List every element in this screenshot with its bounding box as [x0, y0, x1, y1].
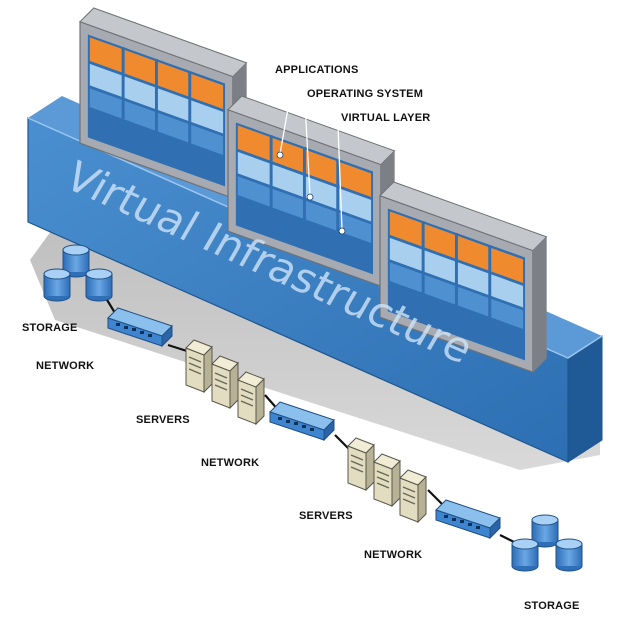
network-switch-3 [435, 499, 501, 539]
label-network-3: NETWORK [364, 549, 423, 561]
callout-dot-virtual-layer [338, 227, 346, 235]
label-servers-2: SERVERS [299, 510, 353, 522]
label-servers-1: SERVERS [136, 414, 190, 426]
callout-applications: APPLICATIONS [275, 64, 359, 76]
callout-dot-applications [276, 151, 284, 159]
callout-operating-system: OPERATING SYSTEM [307, 88, 424, 100]
label-storage-bottom: STORAGE [524, 600, 580, 612]
callout-virtual-layer: VIRTUAL LAYER [341, 112, 431, 124]
server-group-2 [347, 437, 427, 523]
network-switch-2 [269, 401, 335, 441]
storage-array-bottom [511, 514, 583, 572]
label-network-2: NETWORK [201, 457, 260, 469]
label-storage-top: STORAGE [22, 322, 78, 334]
label-network-1: NETWORK [36, 360, 95, 372]
callout-dot-operating-system [306, 193, 314, 201]
callout-leaders [279, 79, 343, 231]
